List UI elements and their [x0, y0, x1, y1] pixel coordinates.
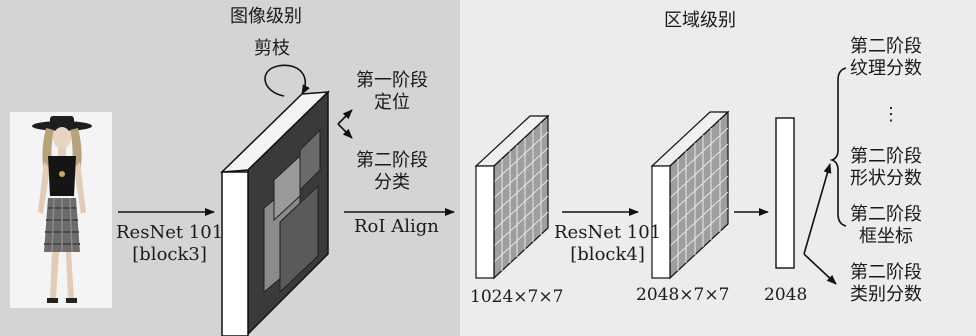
prune-label: 剪枝	[254, 38, 290, 59]
arrow-to-stage2-classify	[337, 123, 353, 139]
dim-vector: 2048	[764, 285, 808, 305]
curved-loop-arrow-icon	[264, 64, 310, 97]
stage2-classify-label: 第二阶段 分类	[356, 150, 428, 193]
region-level-header: 区域级别	[664, 10, 736, 31]
output-brace	[803, 67, 847, 285]
block4-feature-grid	[650, 110, 730, 280]
roi-align-label: RoI Align	[354, 216, 439, 237]
dim-block4-feature: 2048×7×7	[636, 285, 730, 305]
output-ellipsis: ⋮	[882, 104, 900, 125]
arrow-to-stage1	[337, 109, 353, 125]
stage1-label: 第一阶段 定位	[356, 70, 428, 113]
fashion-model-photo-icon	[10, 112, 112, 308]
input-photo	[10, 112, 112, 308]
output-texture-score: 第二阶段 纹理分数	[850, 36, 922, 79]
backbone-block4-label: ResNet 101 [block4]	[554, 222, 662, 265]
output-category-score: 第二阶段 类别分数	[850, 262, 922, 305]
dim-roi-feature: 1024×7×7	[470, 287, 564, 307]
output-box-coords: 第二阶段 框坐标	[850, 204, 922, 247]
roi-feature-grid	[474, 114, 550, 280]
image-level-feature-block	[219, 90, 331, 336]
feature-vector-2048	[775, 117, 795, 269]
output-shape-score: 第二阶段 形状分数	[850, 146, 922, 189]
image-level-header: 图像级别	[230, 6, 302, 27]
backbone-block3-label: ResNet 101 [block3]	[116, 222, 224, 265]
